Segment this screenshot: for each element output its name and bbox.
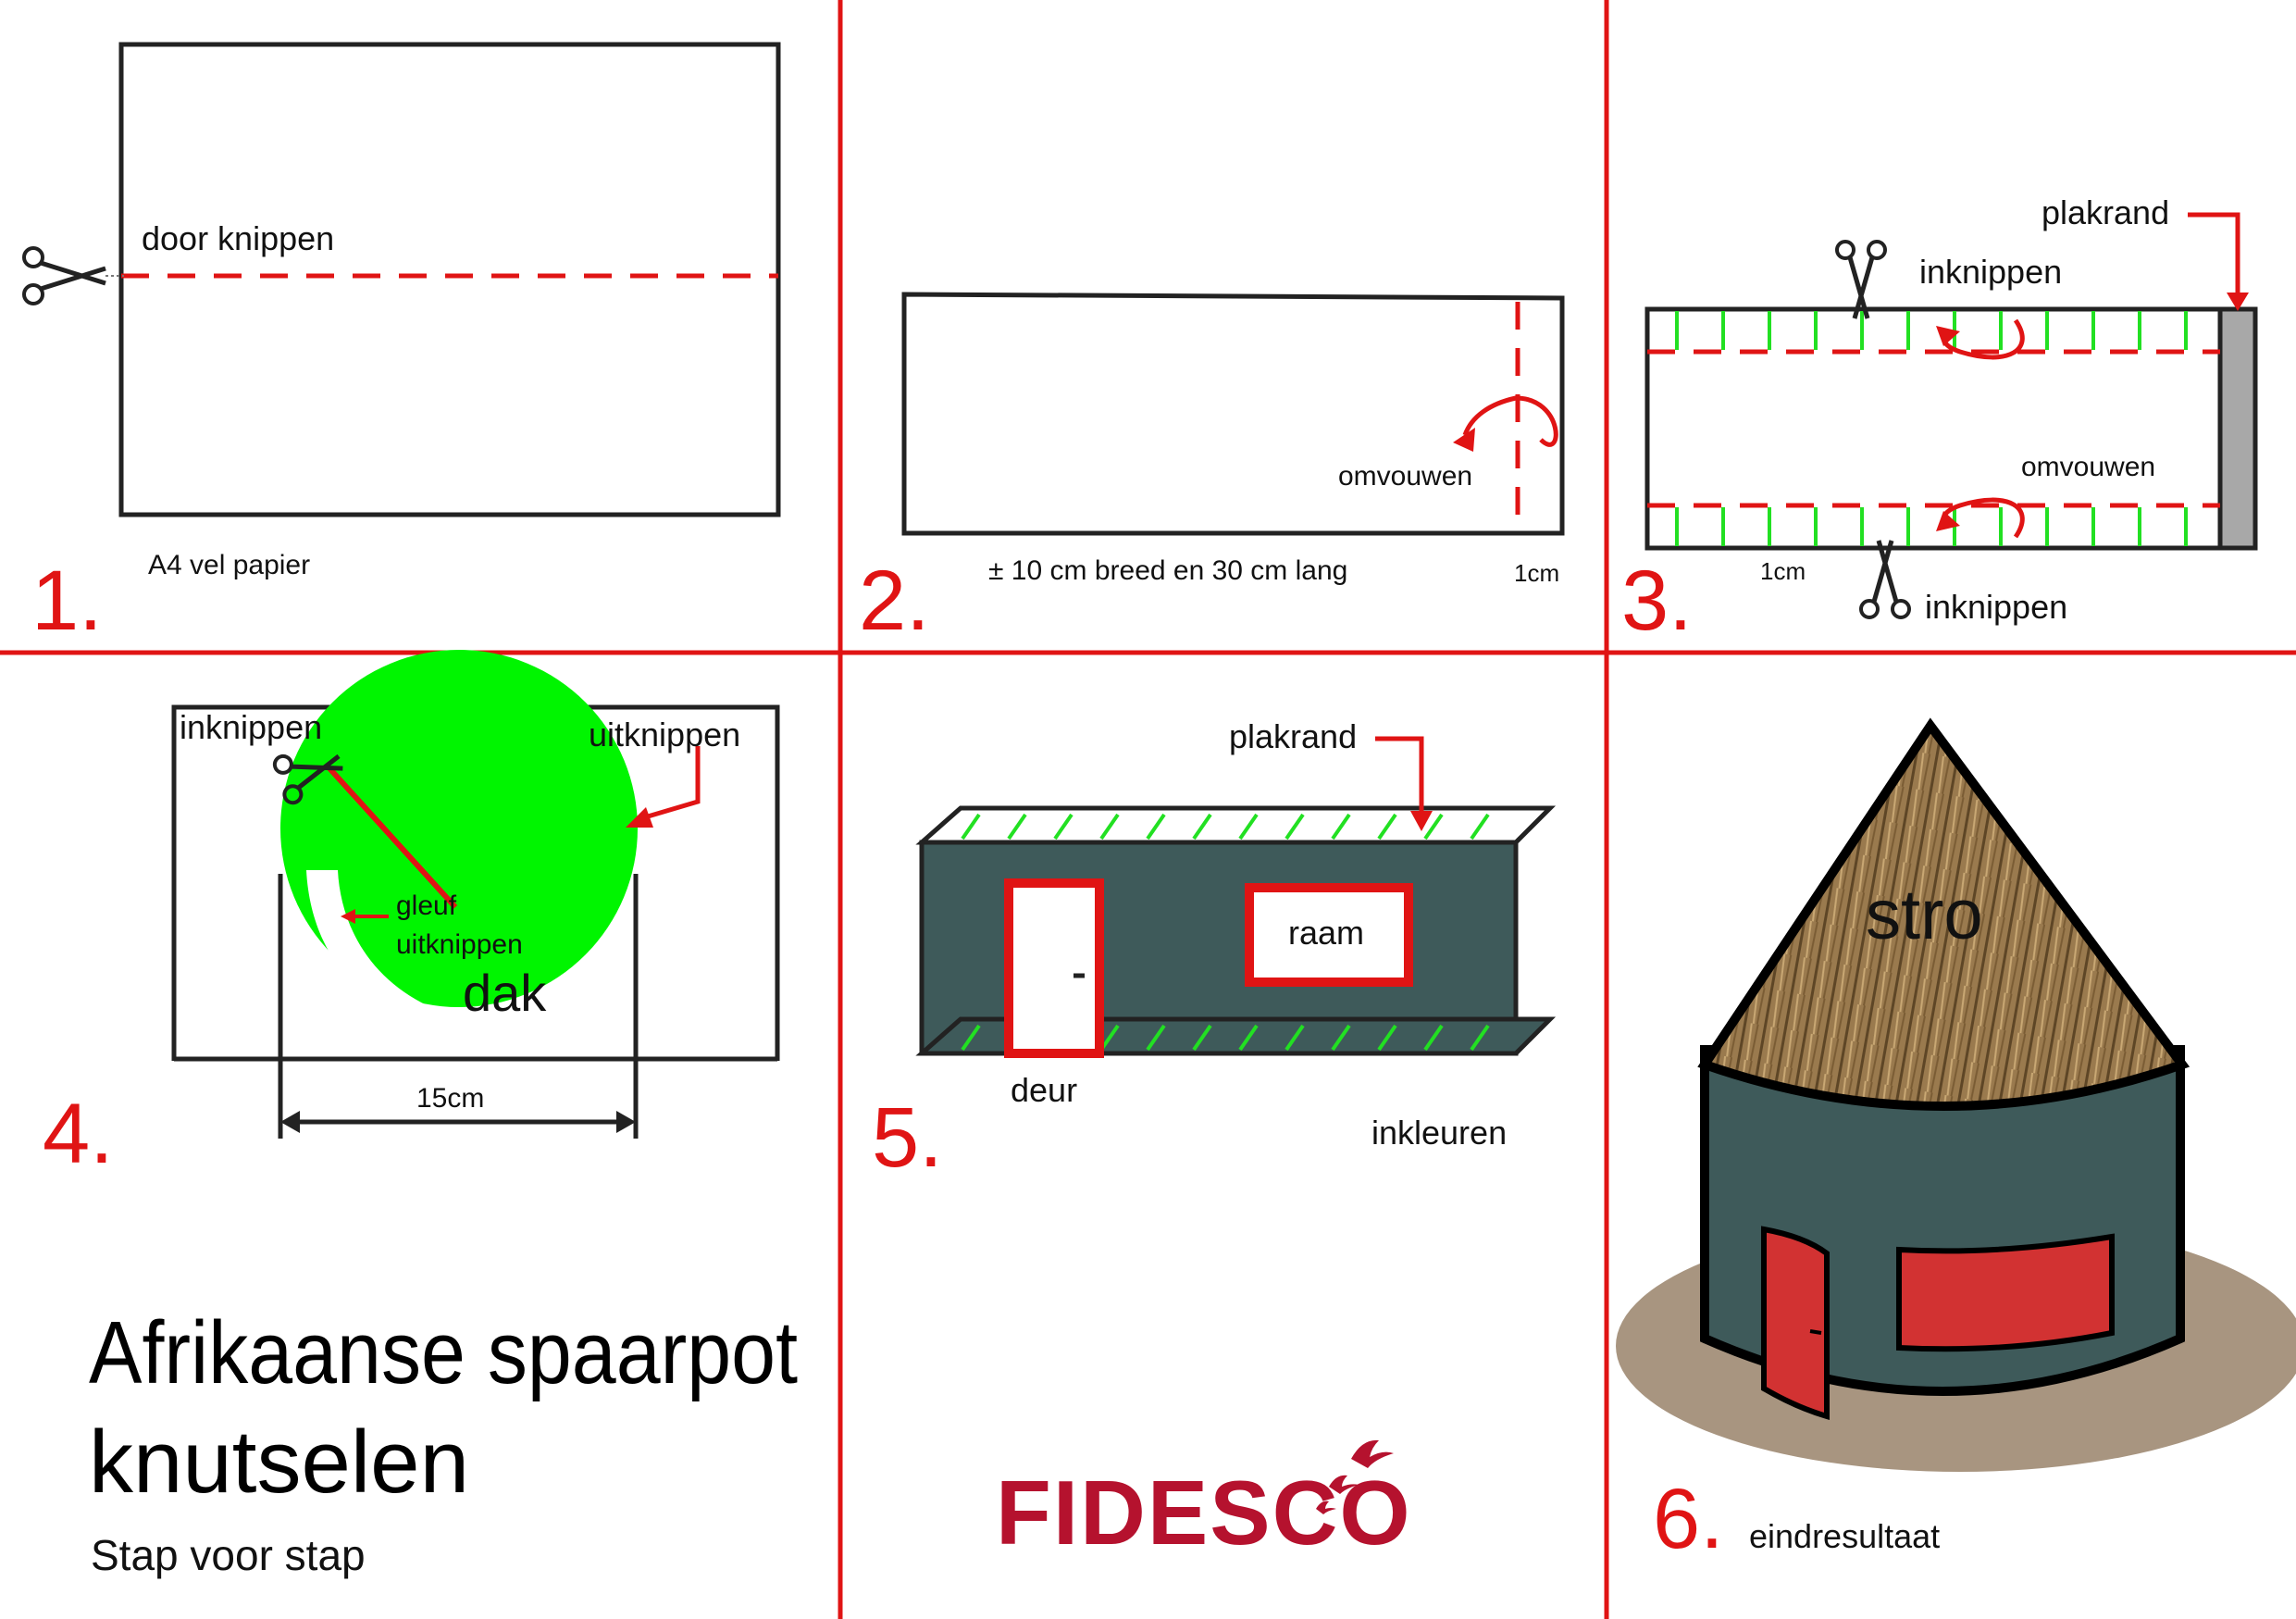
sheet-caption: A4 vel papier [148,550,310,580]
glue-label: plakrand [1229,717,1357,755]
cut-top-label: inknippen [1919,253,2062,291]
gleuf-arrow [341,909,389,924]
page-subtitle: Stap voor stap [91,1531,366,1579]
size-label: 15cm [416,1083,484,1114]
cut-in-label: inknippen [180,708,322,746]
brand-wordmark: FIDESCO [996,1462,1412,1563]
step-5-panel: plakrand raam deur inkleuren 5. [872,717,1557,1185]
top-tabs [961,813,1490,841]
a4-sheet [118,42,781,517]
margin-label: 1cm [1760,557,1806,585]
door [1004,878,1104,1058]
straw-label: stro [1866,876,1983,954]
margin-label: 1cm [1514,559,1559,587]
title-block: Afrikaanse spaarpot knutselen Stap voor … [89,1303,798,1579]
slot-label: gleuf [396,890,457,921]
paper-sheet-bottom-edge [139,1061,805,1079]
step-number: 6. [1653,1472,1724,1566]
plakrand-arrow [2188,212,2249,311]
door-label: deur [1011,1071,1077,1109]
step-number: 3. [1621,554,1693,648]
cut-in-line [327,766,458,910]
scissors-icon [1835,240,1887,319]
scissors-icon [1859,540,1911,619]
cut-label: door knippen [142,219,334,257]
paper-strip [901,292,1565,536]
step-number: 5. [872,1090,943,1185]
uitknippen-arrow [626,746,701,828]
curved-arrow-icon [1453,395,1558,452]
dimension-arrow [278,1061,639,1139]
step-3-panel: plakrand inknippen omvouwen 1cm inknippe… [1621,193,2258,648]
glue-label: plakrand [2042,193,2169,231]
paper-strip [1644,306,2258,551]
color-label: inkleuren [1371,1114,1507,1152]
step-4-panel: inknippen uitknippen gleuf uitknippen da… [43,650,805,1181]
glue-flap [2217,306,2258,551]
window [1245,883,1413,987]
hut-roof [1697,717,2191,1111]
slot-label-2: uitknippen [396,929,523,960]
cut-tabs [1675,311,2188,546]
step-number: 2. [859,554,930,648]
hut-window [1896,1233,2115,1352]
step-number: 4. [43,1087,114,1181]
step-6-panel: stro eindresultaat 6. [1616,717,2296,1566]
fold-label: omvouwen [1338,461,1472,492]
strip-caption: ± 10 cm breed en 30 cm lang [988,555,1347,586]
page-title-line-2: knutselen [89,1413,469,1512]
page-title: Afrikaanse spaarpot [89,1303,798,1402]
fold-label: omvouwen [2021,452,2155,482]
roof-slot [306,870,435,1026]
step-number: 1. [31,554,103,648]
window-label: raam [1288,914,1364,952]
hut-door [1761,1226,1830,1421]
hut-icon [1697,717,2191,1421]
roof-label: dak [463,964,547,1022]
bird-icon [1316,1439,1394,1514]
cut-bottom-label: inknippen [1925,588,2067,626]
scissors-icon [272,753,343,805]
plakrand-arrow [1375,736,1433,831]
scissors-icon [22,246,124,305]
step-2-panel: omvouwen ± 10 cm breed en 30 cm lang 1cm… [859,292,1565,648]
result-label: eindresultaat [1749,1517,1940,1555]
step-1-panel: door knippen A4 vel papier 1. [22,42,781,648]
door-handle [1809,1329,1822,1335]
curved-arrow-icon [1936,318,2025,539]
cut-out-label: uitknippen [589,716,740,753]
brand-logo: FIDESCO [996,1439,1412,1563]
